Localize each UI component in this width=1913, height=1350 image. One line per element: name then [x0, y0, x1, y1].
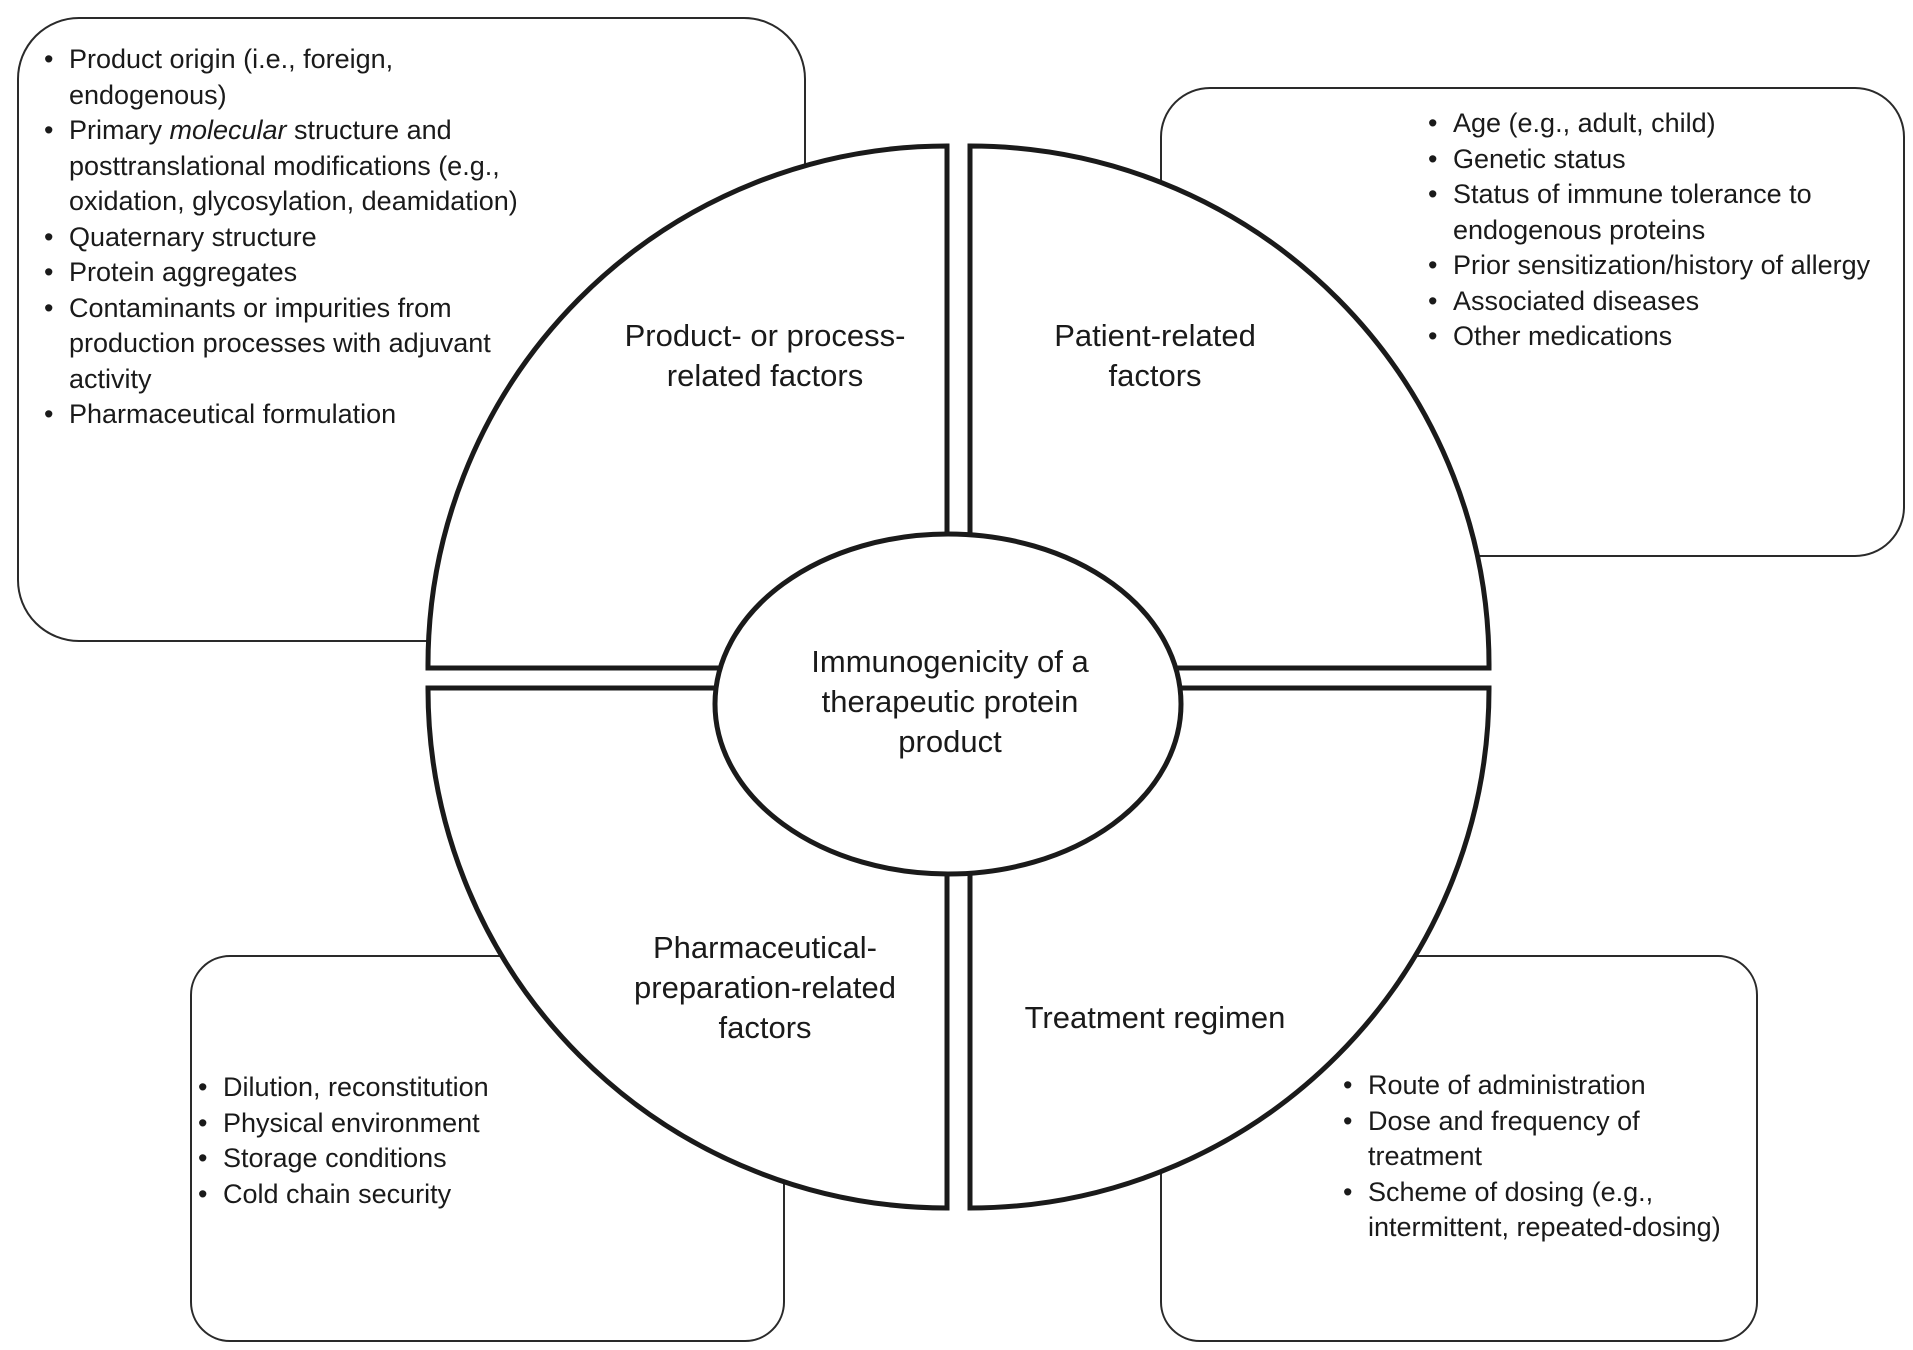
pharma-factors-list: Dilution, reconstitution Physical enviro… [198, 1070, 638, 1212]
list-item: Product origin (i.e., foreign, endogenou… [44, 42, 524, 113]
list-item: Status of immune tolerance to endogenous… [1428, 177, 1888, 248]
quadrant-label-product: Product- or process-related factors [624, 318, 906, 393]
quadrant-label-pharma: Pharmaceutical-preparation-related facto… [634, 930, 896, 1045]
list-item: Cold chain security [198, 1177, 638, 1213]
list-item: Pharmaceutical formulation [44, 397, 524, 433]
list-item: Scheme of dosing (e.g., intermittent, re… [1343, 1175, 1743, 1246]
patient-factors-list: Age (e.g., adult, child) Genetic status … [1428, 106, 1888, 355]
center-label: Immunogenicity of a therapeutic protein … [811, 644, 1089, 759]
list-item: Route of administration [1343, 1068, 1743, 1104]
quadrant-product [425, 143, 950, 671]
list-item: Prior sensitization/history of allergy [1428, 248, 1888, 284]
quadrant-label-patient: Patient-related factors [1054, 318, 1256, 393]
center-ellipse [712, 531, 1184, 877]
list-item: Protein aggregates [44, 255, 524, 291]
product-factors-list: Product origin (i.e., foreign, endogenou… [44, 42, 524, 433]
list-item: Storage conditions [198, 1141, 638, 1177]
list-item: Age (e.g., adult, child) [1428, 106, 1888, 142]
list-item: Dilution, reconstitution [198, 1070, 638, 1106]
list-item: Dose and frequency of treatment [1343, 1104, 1743, 1175]
treatment-regimen-list: Route of administration Dose and frequen… [1343, 1068, 1743, 1246]
list-item: Other medications [1428, 319, 1888, 355]
italic-text: molecular [169, 115, 287, 145]
quadrant-label-treatment: Treatment regimen [1024, 1000, 1286, 1035]
list-item: Associated diseases [1428, 284, 1888, 320]
quadrant-patient [967, 143, 1492, 671]
list-item: Quaternary structure [44, 220, 524, 256]
list-item: Genetic status [1428, 142, 1888, 178]
list-item: Primary molecular structure and posttran… [44, 113, 524, 220]
list-item: Contaminants or impurities from producti… [44, 291, 524, 398]
list-item: Physical environment [198, 1106, 638, 1142]
